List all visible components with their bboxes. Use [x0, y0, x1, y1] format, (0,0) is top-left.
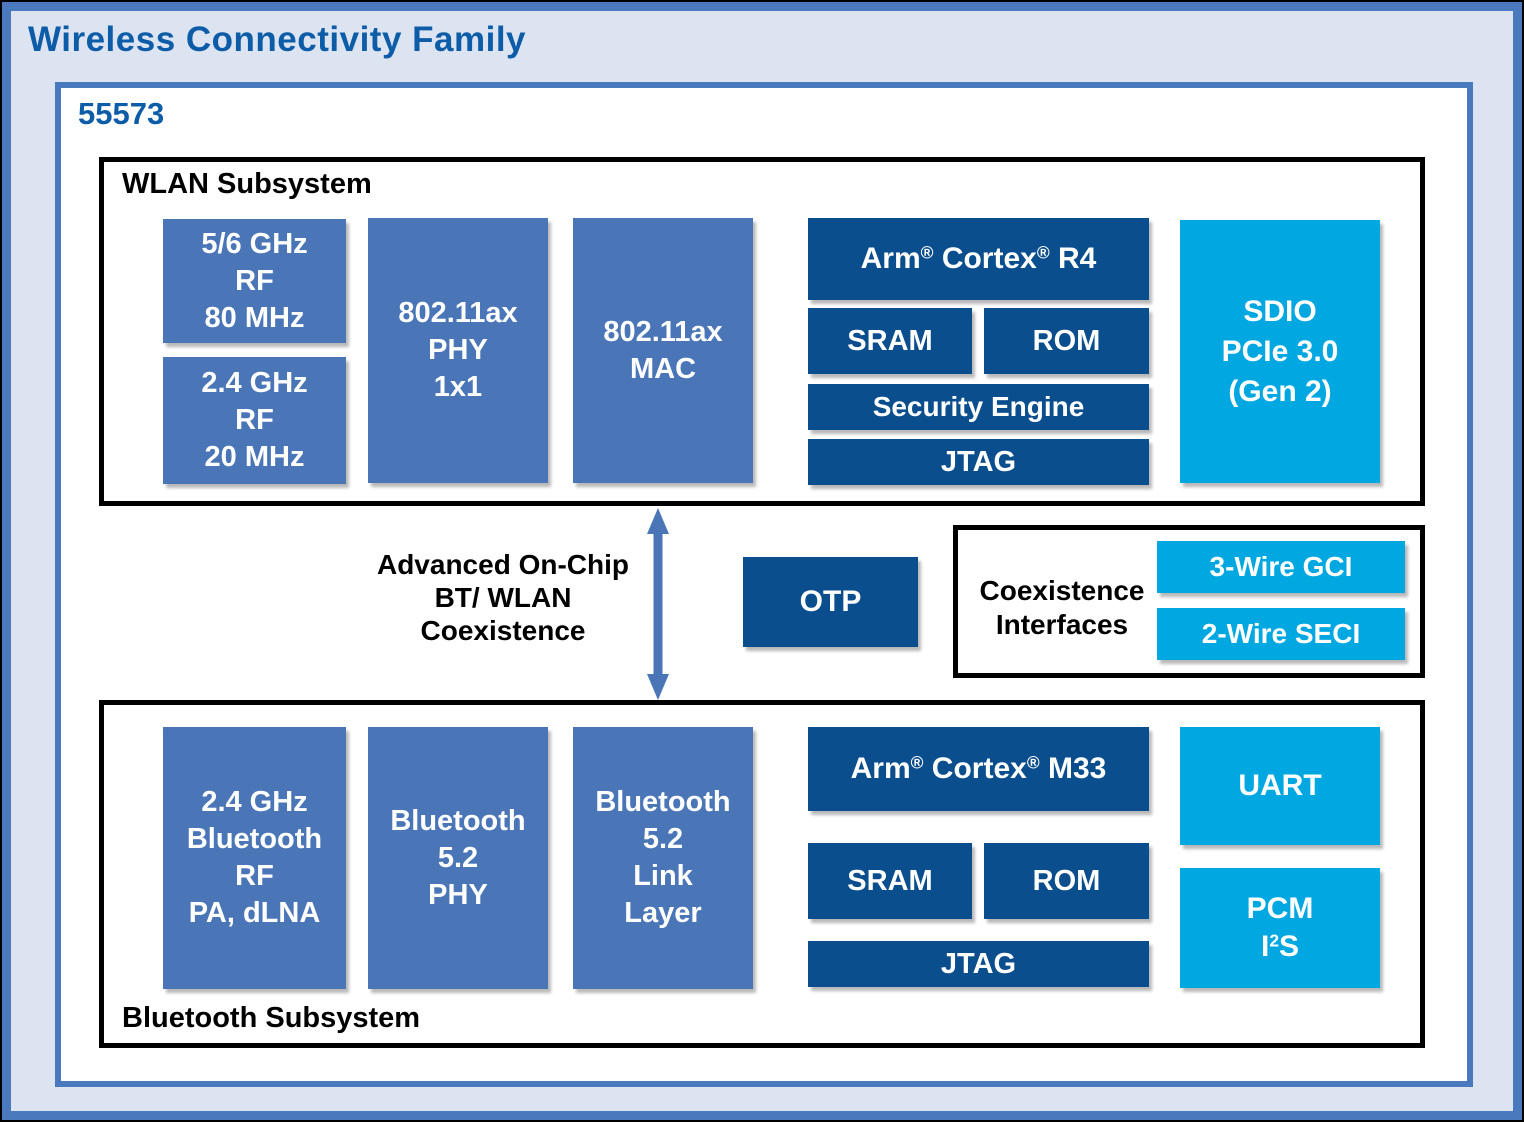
text-line: BT/ WLAN: [434, 582, 572, 613]
text-line: 802.11ax: [398, 297, 518, 329]
coexistence-arrow-icon: [647, 508, 669, 700]
text-segment: R4: [1049, 242, 1097, 275]
block-80211ax-mac: 802.11ax MAC: [573, 218, 753, 483]
text-segment: Cortex: [933, 242, 1037, 275]
block-rf-5-6-ghz: 5/6 GHz RF 80 MHz: [163, 219, 346, 343]
text-line: RF: [235, 264, 274, 297]
block-2-wire-seci: 2-Wire SECI: [1157, 608, 1405, 660]
text-line: JTAG: [940, 948, 1017, 980]
block-arm-cortex-m33: Arm® Cortex® M33: [808, 727, 1149, 811]
text-line: Coexistence: [979, 575, 1145, 606]
block-jtag-wlan: JTAG: [808, 439, 1149, 485]
registered-mark: ®: [1026, 752, 1040, 773]
text-line: Interfaces: [995, 609, 1129, 640]
registered-mark: ®: [920, 242, 934, 263]
text-line: PCIe 3.0: [1221, 334, 1339, 368]
text-segment: Arm: [860, 242, 921, 275]
wlan-subsystem-box: WLAN Subsystem 5/6 GHz RF 80 MHz 2.4 GHz…: [99, 157, 1425, 506]
text-line: SRAM: [847, 325, 933, 357]
text-line: SDIO: [1243, 294, 1317, 328]
text-line: 20 MHz: [204, 441, 305, 473]
text-line: UART: [1238, 769, 1322, 802]
text-line: Bluetooth: [186, 823, 323, 855]
block-rom-bt: ROM: [984, 843, 1149, 919]
text-line: 5.2: [437, 841, 479, 874]
text-line: 802.11ax: [603, 315, 723, 348]
page-title: Wireless Connectivity Family: [28, 20, 527, 59]
text-line: RF: [235, 404, 274, 436]
text-line: 2.4 GHz: [201, 786, 308, 818]
registered-mark: ®: [1036, 242, 1050, 263]
text-line: 5.2: [642, 823, 684, 855]
coexistence-note: Advanced On-Chip BT/ WLAN Coexistence: [353, 548, 653, 647]
text-line: SRAM: [847, 865, 933, 897]
text-line: I2S: [1261, 928, 1299, 966]
text-line: PCM: [1246, 892, 1314, 925]
block-bt-link-layer: Bluetooth 5.2 Link Layer: [573, 727, 753, 989]
text-line: 2.4 GHz: [201, 367, 308, 399]
text-line: 5/6 GHz: [201, 227, 308, 260]
text-line: Arm® Cortex® R4: [861, 242, 1097, 276]
text-segment: S: [1279, 930, 1300, 963]
text-line: Layer: [624, 897, 702, 929]
block-bt-phy: Bluetooth 5.2 PHY: [368, 727, 548, 989]
text-line: OTP: [799, 585, 862, 618]
text-line: 1x1: [433, 371, 483, 403]
wlan-subsystem-label: WLAN Subsystem: [122, 168, 372, 200]
block-arm-cortex-r4: Arm® Cortex® R4: [808, 218, 1149, 300]
text-line: Bluetooth: [595, 786, 731, 818]
text-line: JTAG: [940, 446, 1017, 478]
block-otp: OTP: [743, 557, 918, 647]
text-line: 80 MHz: [204, 301, 305, 334]
block-pcm-i2s: PCM I2S: [1180, 868, 1380, 988]
text-line: 2-Wire SECI: [1201, 618, 1361, 649]
text-line: Security Engine: [872, 391, 1085, 422]
text-line: MAC: [629, 352, 697, 385]
block-80211ax-phy: 802.11ax PHY 1x1: [368, 218, 548, 483]
block-rom-wlan: ROM: [984, 308, 1149, 374]
text-line: ROM: [1032, 325, 1101, 357]
block-bt-rf: 2.4 GHz Bluetooth RF PA, dLNA: [163, 727, 346, 989]
block-uart: UART: [1180, 727, 1380, 845]
registered-mark: ®: [910, 752, 924, 773]
block-sram-bt: SRAM: [808, 843, 972, 919]
text-line: RF: [235, 860, 274, 892]
text-line: (Gen 2): [1228, 374, 1332, 408]
text-segment: M33: [1039, 752, 1107, 785]
text-segment: Arm: [850, 752, 911, 785]
text-line: Bluetooth: [390, 804, 526, 837]
text-line: 3-Wire GCI: [1209, 551, 1353, 582]
block-sdio-pcie: SDIO PCIe 3.0 (Gen 2): [1180, 220, 1380, 483]
text-line: Link: [633, 860, 693, 892]
chip-panel: 55573 WLAN Subsystem 5/6 GHz RF 80 MHz 2…: [55, 82, 1473, 1087]
text-line: Arm® Cortex® M33: [851, 752, 1107, 786]
text-segment: Cortex: [923, 752, 1027, 785]
block-rf-2-4-ghz: 2.4 GHz RF 20 MHz: [163, 357, 346, 484]
text-line: PHY: [428, 334, 488, 366]
superscript-2: 2: [1269, 930, 1279, 951]
coexistence-interfaces-label: Coexistence Interfaces: [968, 574, 1156, 642]
text-line: Advanced On-Chip: [376, 549, 629, 580]
text-line: Coexistence: [420, 615, 586, 646]
text-line: PA, dLNA: [188, 897, 321, 929]
chip-label: 55573: [78, 96, 165, 131]
text-line: PHY: [428, 878, 488, 911]
bluetooth-subsystem-box: Bluetooth Subsystem 2.4 GHz Bluetooth RF…: [99, 700, 1425, 1048]
coexistence-interfaces-box: Coexistence Interfaces 3-Wire GCI 2-Wire…: [953, 525, 1425, 678]
block-jtag-bt: JTAG: [808, 941, 1149, 987]
text-segment: I: [1260, 930, 1270, 963]
block-3-wire-gci: 3-Wire GCI: [1157, 541, 1405, 593]
bluetooth-subsystem-label: Bluetooth Subsystem: [122, 1002, 421, 1034]
block-sram-wlan: SRAM: [808, 308, 972, 374]
text-line: ROM: [1032, 865, 1101, 897]
block-security-engine: Security Engine: [808, 384, 1149, 430]
